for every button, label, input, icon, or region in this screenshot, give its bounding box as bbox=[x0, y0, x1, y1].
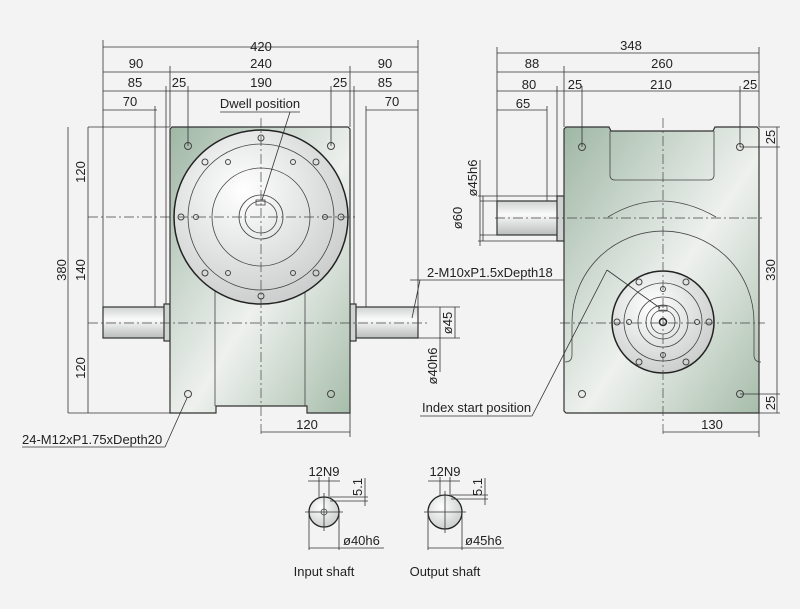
dim-85-right: 85 bbox=[378, 75, 392, 90]
dim-85-left: 85 bbox=[128, 75, 142, 90]
output-key-depth: 5.1 bbox=[470, 478, 485, 496]
input-key-width: 12N9 bbox=[308, 464, 339, 479]
input-shaft-diameter: ø40h6 bbox=[343, 533, 380, 548]
right-input-shaft bbox=[354, 306, 419, 339]
dim-140: 140 bbox=[73, 259, 88, 281]
dim-130: 130 bbox=[701, 417, 723, 432]
left-shaft-collar bbox=[163, 303, 171, 342]
dim-70-right: 70 bbox=[385, 94, 399, 109]
input-shaft-caption: Input shaft bbox=[294, 564, 355, 579]
front-view: 420 90 240 90 85 25 190 25 85 70 70 Dwel… bbox=[22, 39, 565, 448]
index-start-position-label: Index start position bbox=[422, 400, 531, 415]
dim-88: 88 bbox=[525, 56, 539, 71]
dim-80: 80 bbox=[522, 77, 536, 92]
side-view: 348 88 260 80 25 210 25 65 25 330 25 130… bbox=[420, 38, 780, 437]
dim-420: 420 bbox=[250, 39, 272, 54]
dim-120-top: 120 bbox=[73, 161, 88, 183]
output-key-width: 12N9 bbox=[429, 464, 460, 479]
dim-25-top-right: 25 bbox=[763, 130, 778, 144]
mounting-hole-label: 24-M12xP1.75xDepth20 bbox=[22, 432, 162, 447]
dim-dia-45h6: ø45h6 bbox=[465, 160, 480, 197]
right-shaft-collar bbox=[349, 303, 357, 342]
dim-65: 65 bbox=[516, 96, 530, 111]
output-shaft-detail: 12N9 5.1 ø45h6 Output shaft bbox=[410, 464, 504, 579]
dim-330: 330 bbox=[763, 259, 778, 281]
dim-120-bottom: 120 bbox=[73, 357, 88, 379]
dim-dia-60: ø60 bbox=[450, 207, 465, 229]
dim-210: 210 bbox=[650, 77, 672, 92]
dim-25-left: 25 bbox=[172, 75, 186, 90]
dim-dia-45: ø45 bbox=[440, 312, 455, 334]
tap-hole-label: 2-M10xP1.5xDepth18 bbox=[427, 265, 553, 280]
dim-70-left: 70 bbox=[123, 94, 137, 109]
left-input-shaft bbox=[102, 306, 166, 339]
side-shaft-collar bbox=[556, 195, 565, 242]
output-shaft-caption: Output shaft bbox=[410, 564, 481, 579]
mounting-holes bbox=[184, 142, 335, 398]
dim-25-left-side: 25 bbox=[568, 77, 582, 92]
dwell-position-label: Dwell position bbox=[220, 96, 300, 111]
dim-260: 260 bbox=[651, 56, 673, 71]
dim-25-bottom-right: 25 bbox=[763, 396, 778, 410]
dim-120-bottom-horizontal: 120 bbox=[296, 417, 318, 432]
input-key-depth: 5.1 bbox=[350, 478, 365, 496]
dim-190: 190 bbox=[250, 75, 272, 90]
dim-240: 240 bbox=[250, 56, 272, 71]
dim-90-right: 90 bbox=[378, 56, 392, 71]
dim-380: 380 bbox=[54, 259, 69, 281]
dim-dia-40h6: ø40h6 bbox=[425, 348, 440, 385]
input-shaft-detail: 12N9 5.1 ø40h6 Input shaft bbox=[294, 464, 384, 579]
dim-25-right-side: 25 bbox=[743, 77, 757, 92]
dim-25-right: 25 bbox=[333, 75, 347, 90]
output-shaft-diameter: ø45h6 bbox=[465, 533, 502, 548]
dim-348: 348 bbox=[620, 38, 642, 53]
dim-90-left: 90 bbox=[129, 56, 143, 71]
